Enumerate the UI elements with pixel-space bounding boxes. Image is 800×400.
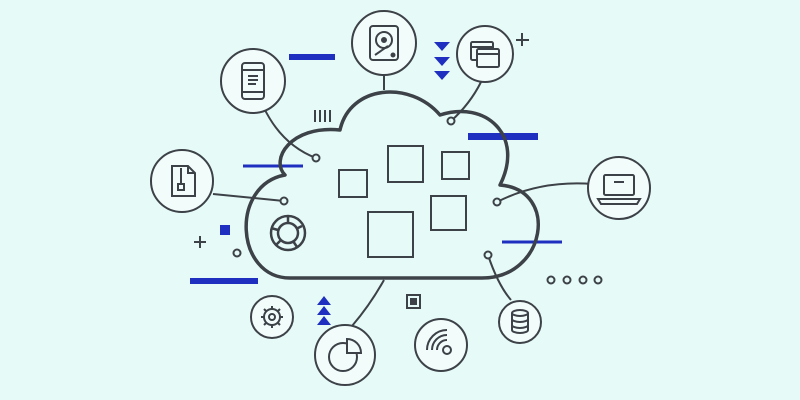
browser-windows-icon [456,25,514,83]
cloud-blocks [338,145,470,258]
loading-ring-icon [269,214,307,252]
database-icon [498,300,542,344]
connector-dot [446,116,456,126]
connector-pie-chart [351,279,385,327]
connector-dots [232,116,502,260]
connector-laptop [496,182,594,203]
data-block [367,211,414,258]
data-block [441,151,470,180]
connector-dot [492,197,502,207]
accent-lines [243,164,562,244]
cloud-outline [244,90,540,280]
barcode-icon [314,110,331,122]
data-block [338,169,368,198]
connector-dot [232,248,242,258]
settings-gear-icon [250,295,294,339]
triple-up-arrow-icon [317,296,331,325]
hard-drive-icon [351,10,417,76]
triple-down-arrow-icon [434,42,450,80]
dotted-row-icon [546,275,603,285]
accent-bar [190,278,258,284]
wifi-signal-icon [414,318,468,372]
accent-square [220,225,230,235]
connector-mobile [263,107,317,159]
data-block [387,145,424,183]
zip-file-icon [150,149,214,213]
connector-dot [311,153,321,163]
connectors [212,75,594,327]
connector-database [487,254,512,301]
data-block [430,195,467,231]
sparkle-icon [194,236,206,248]
connector-dot [279,196,289,206]
mobile-device-icon [220,48,286,114]
square-target-icon [406,294,421,309]
connector-dot [483,250,493,260]
accent-bar [289,54,335,60]
connector-zip [212,193,285,202]
sparkle-icon [516,33,529,46]
pie-chart-icon [314,324,376,386]
laptop-icon [587,156,651,220]
